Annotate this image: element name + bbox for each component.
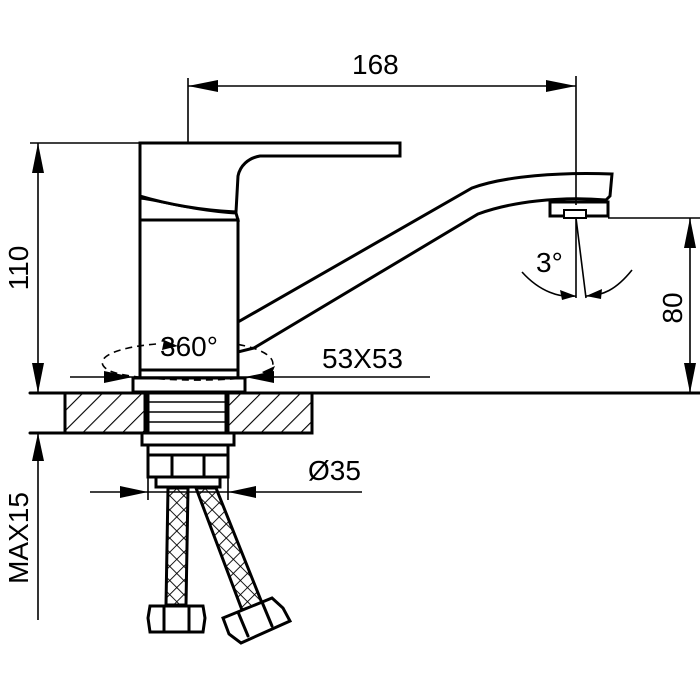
hose-diameter-label: Ø35 [308,455,361,486]
tilt-indicator: 3° [521,217,633,300]
base-size-label: 53X53 [322,343,403,374]
mounting-shank [140,391,236,447]
base-size-dimension: 53X53 [70,343,430,383]
countertop-left-section [63,391,147,435]
hose-diameter-dimension: Ø35 [90,455,362,500]
height-label: 110 [3,246,34,291]
fixing-nut [146,443,230,489]
base-flange [131,376,247,394]
max-thickness-label: MAX15 [3,492,34,584]
swivel-indicator: 360° [101,331,275,381]
lever-handle [138,141,402,214]
body-column [138,218,240,372]
hose-left [164,486,190,607]
tilt-label: 3° [536,247,563,278]
width-label: 168 [352,49,399,80]
height-dimension: 110 [3,142,140,393]
spout-height-dimension: 80 [608,217,700,393]
width-dimension: 168 [187,49,577,205]
spout-height-label: 80 [657,292,688,323]
supply-hoses [146,486,293,645]
max-thickness-dimension: MAX15 [3,433,44,620]
swivel-label: 360° [160,331,218,362]
hose-left-nut [146,604,207,634]
countertop [28,391,700,435]
countertop-right-section [226,391,314,435]
faucet-body [131,141,614,394]
hose-right [193,486,264,612]
hose-right-nut [221,596,293,645]
spout [236,172,614,354]
